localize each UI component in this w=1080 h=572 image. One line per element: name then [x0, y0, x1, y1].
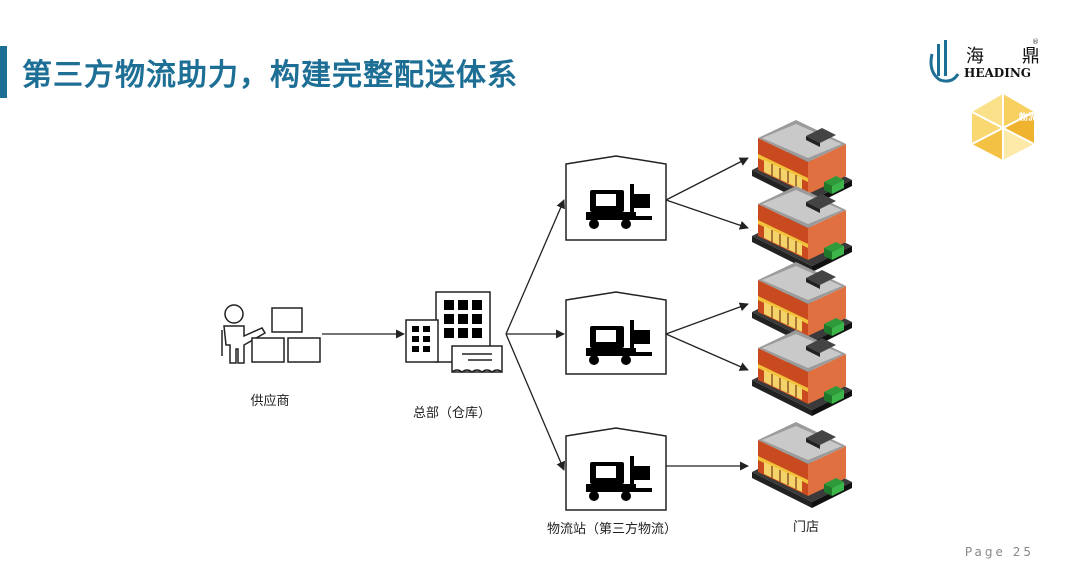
- store-label: 门店: [792, 520, 820, 535]
- arrow-station-1-to-store-1: [665, 157, 749, 201]
- logistics-station-1: [565, 155, 667, 241]
- logo-mark-icon: [929, 40, 960, 83]
- arrow-station-1-to-store-2: [665, 199, 749, 230]
- company-logo: 海 鼎 ® HEADING: [926, 38, 1046, 88]
- hexagon-label: 物流: [1018, 113, 1037, 123]
- logo-registered-mark: ®: [1032, 38, 1039, 46]
- arrow-station-2-to-store-4: [665, 333, 749, 371]
- logistics-station-2: [565, 291, 667, 375]
- arrow-hq-to-station-3: [505, 333, 565, 471]
- arrow-station-2-to-store-3: [665, 302, 749, 335]
- supplier-label: 供应商: [250, 394, 290, 409]
- logo-chinese-name: 海 鼎: [966, 46, 1056, 67]
- logo-english-name: HEADING: [964, 66, 1032, 80]
- arrow-hq-to-station-1: [505, 199, 565, 335]
- store-5: [751, 421, 853, 509]
- supplier-icon: [221, 304, 321, 364]
- page-title: 第三方物流助力，构建完整配送体系: [22, 58, 518, 93]
- headquarters-label: 总部（仓库）: [412, 406, 492, 421]
- store-4: [751, 329, 853, 417]
- store-2: [751, 185, 853, 273]
- headquarters-icon: [405, 291, 503, 373]
- logistics-hexagon-icon: [971, 94, 1035, 160]
- page-number: Page 25: [964, 545, 1034, 559]
- logistics-station-label: 物流站（第三方物流）: [546, 522, 678, 537]
- title-accent-bar: [0, 46, 7, 98]
- logistics-station-3: [565, 427, 667, 511]
